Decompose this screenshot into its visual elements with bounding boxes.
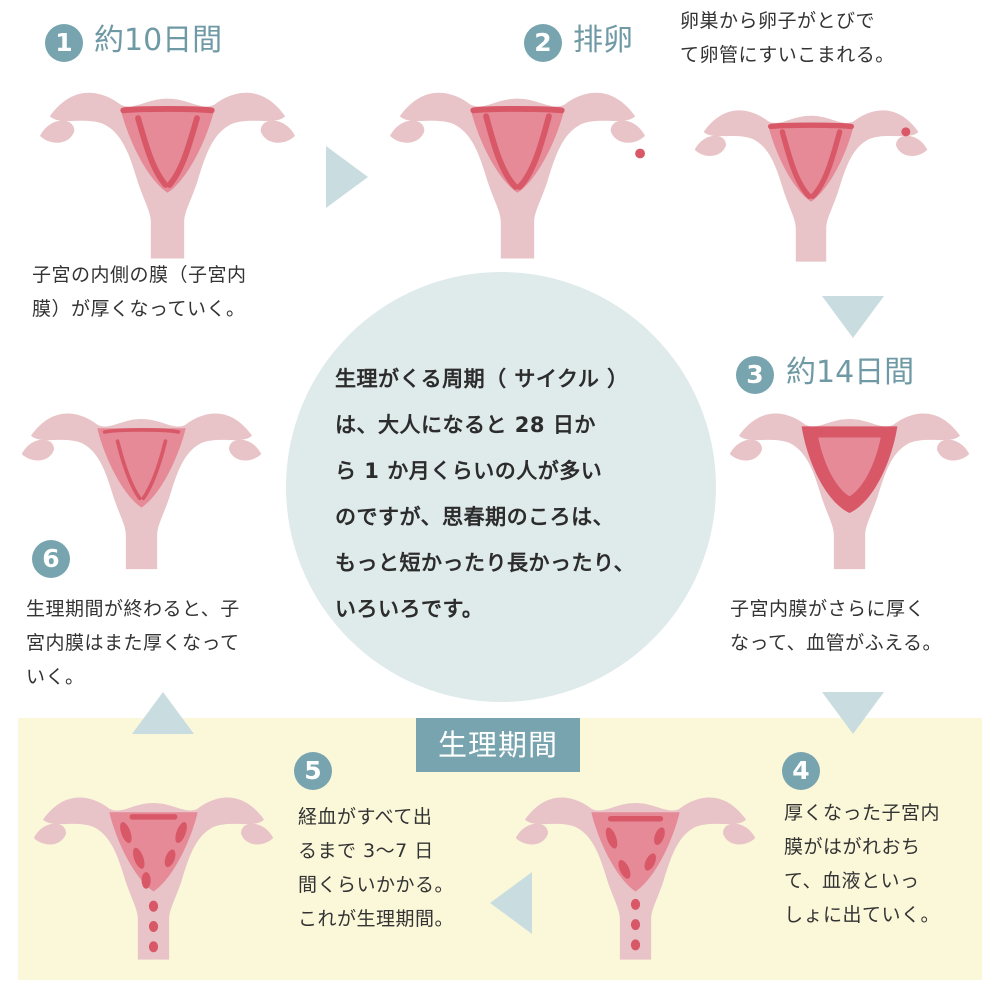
- arrow-left-icon: [490, 872, 532, 934]
- center-text-line: のですが、思春期のころは、: [335, 505, 615, 529]
- step-2-description: 卵巣から卵子がとびで て卵管にすいこまれる。: [680, 4, 895, 72]
- uterus-step-2-illustration: [390, 92, 645, 259]
- uterus-step-3-illustration: [729, 413, 970, 570]
- step-2-title: 排卵: [573, 23, 633, 58]
- step-3-title: 約14日間: [786, 355, 915, 390]
- step-4-line: しょに出ていく。: [784, 904, 941, 926]
- center-text-line: いろいろです。: [335, 597, 484, 621]
- step-3-description: 子宮内膜がさらに厚く なって、血管がふえる。: [730, 592, 942, 660]
- step-6-line: いく。: [26, 666, 85, 688]
- step-6-line: 生理期間が終わると、子: [26, 598, 240, 620]
- step-2-badge: 2: [524, 24, 562, 62]
- uterine-cavity: [818, 437, 881, 497]
- arrow-down-icon: [822, 692, 884, 734]
- endometrium-lining: [120, 105, 215, 188]
- step-3-badge: 3: [736, 356, 774, 394]
- center-text-line: もっと短かったり長かったり、: [335, 551, 636, 575]
- egg-cell: [901, 127, 911, 137]
- step-5-line: 間くらいかかる。: [298, 874, 455, 896]
- center-text: 生理がくる周期（ サイクル ） は、大人になると 28 日か ら 1 か月くらい…: [335, 356, 675, 632]
- step-1-badge: 1: [45, 24, 83, 62]
- step-2-line: て卵管にすいこまれる。: [680, 44, 895, 66]
- center-circle: [286, 272, 716, 702]
- step-5-description: 経血がすべて出 るまで 3～7 日 間くらいかかる。 これが生理期間。: [298, 800, 454, 936]
- step-5-line: 経血がすべて出: [298, 806, 433, 828]
- uterus-step-2-detail-illustration: [694, 110, 928, 262]
- step-6-badge: 6: [32, 540, 70, 578]
- uterine-cavity: [768, 124, 854, 202]
- step-3-line: なって、血管がふえる。: [730, 632, 943, 654]
- step-1-description: 子宮の内側の膜（子宮内 膜）が厚くなっていく。: [32, 258, 247, 326]
- uterus-step-5-illustration: [33, 797, 274, 960]
- uterine-cavity: [109, 812, 198, 892]
- step-4-line: 膜がはがれおち: [784, 836, 921, 858]
- step-4-badge: 4: [782, 752, 820, 790]
- step-3-line: 子宮内膜がさらに厚く: [730, 598, 926, 620]
- shedding-lining: [605, 815, 665, 951]
- egg-cell: [635, 148, 645, 159]
- center-text-line: は、大人になると 28 日か: [335, 413, 596, 437]
- step-5-badge: 5: [294, 752, 332, 790]
- step-1-line: 膜）が厚くなっていく。: [32, 298, 246, 320]
- uterus-step-1-illustration: [40, 92, 295, 259]
- step-5-line: これが生理期間。: [298, 908, 455, 930]
- endometrium-lining: [768, 122, 854, 199]
- arrow-up-icon: [132, 692, 194, 734]
- arrow-down-icon: [822, 296, 884, 338]
- endometrium-lining: [102, 428, 181, 501]
- center-text-line: ら 1 か月くらいの人が多い: [335, 459, 603, 483]
- step-1-line: 子宮の内側の膜（子宮内: [32, 264, 247, 286]
- step-1-title: 約10日間: [94, 23, 223, 58]
- menstrual-flow: [120, 814, 187, 953]
- step-4-line: 厚くなった子宮内: [784, 802, 941, 824]
- uterus-step-4-illustration: [515, 797, 756, 960]
- center-text-line: 生理がくる周期（ サイクル ）: [335, 367, 629, 391]
- step-5-line: るまで 3～7 日: [298, 840, 434, 862]
- step-6-description: 生理期間が終わると、子 宮内膜はまた厚くなって いく。: [26, 592, 240, 694]
- arrow-right-icon: [326, 146, 368, 208]
- period-label: 生理期間: [416, 718, 580, 772]
- uterine-cavity: [470, 108, 565, 193]
- uterus-step-6-illustration: [21, 413, 262, 570]
- step-4-description: 厚くなった子宮内 膜がはがれおち て、血液といっ しょに出ていく。: [784, 796, 940, 932]
- step-4-line: て、血液といっ: [784, 870, 920, 892]
- endometrium-lining: [470, 105, 565, 190]
- step-6-line: 宮内膜はまた厚くなって: [26, 632, 240, 654]
- step-2-line: 卵巣から卵子がとびで: [680, 10, 876, 32]
